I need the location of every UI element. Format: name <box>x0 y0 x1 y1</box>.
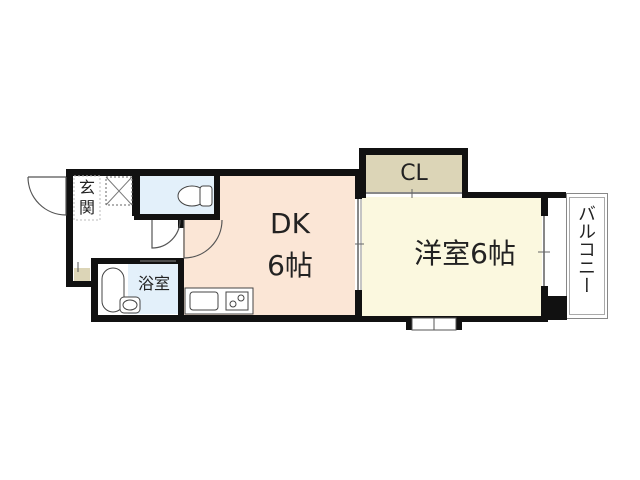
dk-size-label: 6帖 <box>267 249 313 282</box>
pillar <box>541 296 567 320</box>
wall-bottom-main <box>91 315 362 322</box>
wall-closet-right <box>462 148 468 198</box>
wall-dk-right-top <box>355 169 362 199</box>
wall-entrance-bottom <box>66 281 92 287</box>
wall-toilet-right <box>214 176 220 220</box>
wall-western-right-top <box>541 192 548 216</box>
window-bottom-frame-left <box>406 316 412 330</box>
closet-label: CL <box>400 161 428 186</box>
wall-top-entrance <box>66 169 360 176</box>
wall-western-top <box>462 192 566 198</box>
balcony-label: バルコニー <box>575 204 596 294</box>
wall-dk-left <box>178 258 184 318</box>
dk-label: DK <box>270 207 310 240</box>
western-room <box>362 197 542 317</box>
wall-toilet-bottom <box>134 214 218 220</box>
wall-dk-right-bottom <box>355 290 362 322</box>
wall-closet-left <box>359 148 366 198</box>
wall-closet-top <box>359 148 467 155</box>
wall-toilet-left <box>134 176 140 220</box>
window-bottom-frame-right <box>456 316 462 330</box>
bath-label: 浴室 <box>137 274 170 293</box>
closet <box>366 155 462 193</box>
entrance-label-1: 玄 <box>78 178 95 197</box>
balcony <box>566 193 608 319</box>
wall-bath-left <box>91 258 98 322</box>
wall-left-entrance <box>66 169 73 287</box>
western-label: 洋室6帖 <box>414 237 516 270</box>
wall-dk-left-upper <box>178 218 184 228</box>
wall-bath-top <box>91 258 181 264</box>
entrance-label-2: 関 <box>78 198 95 217</box>
balcony-inner <box>569 197 605 315</box>
